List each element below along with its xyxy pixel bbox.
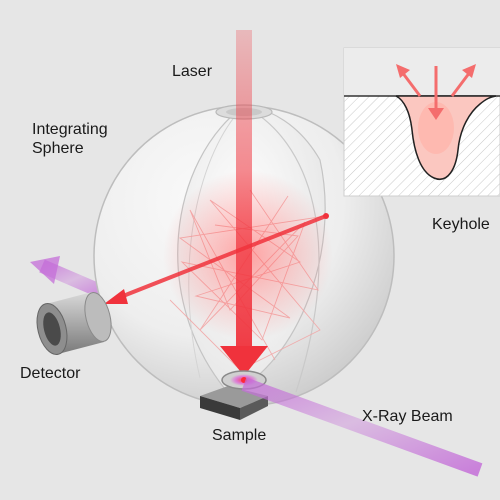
- label-detector: Detector: [20, 365, 81, 382]
- detector-cylinder: [36, 292, 112, 355]
- label-sample: Sample: [212, 427, 267, 444]
- reflected-arrow: [104, 289, 128, 304]
- label-keyhole: Keyhole: [432, 216, 490, 233]
- label-integrating-sphere: Integrating Sphere: [32, 120, 108, 158]
- xray-arrow: [30, 256, 60, 284]
- reflected-beam: [104, 214, 327, 304]
- laser-beam: [220, 30, 268, 376]
- label-laser: Laser: [172, 63, 213, 80]
- label-sphere-line1: Integrating: [32, 121, 108, 138]
- keyhole-inset: [343, 47, 500, 197]
- xray-beam-front: [241, 377, 483, 477]
- keyhole-arrows: [396, 64, 476, 120]
- label-xray-beam: X-Ray Beam: [362, 408, 453, 425]
- label-sphere-line2: Sphere: [32, 140, 84, 157]
- laser-arrow: [220, 346, 268, 376]
